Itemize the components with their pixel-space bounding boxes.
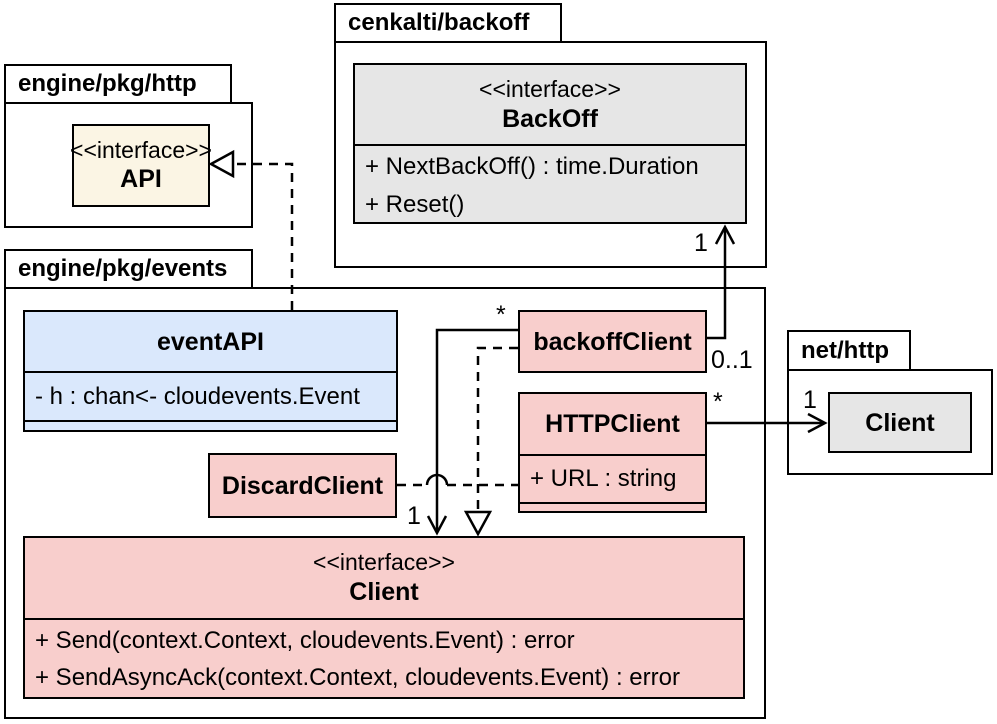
class-httpclient: HTTPClient + URL : string: [518, 392, 707, 513]
compartment-divider: [355, 144, 745, 147]
empty-compartment: [25, 422, 396, 430]
package-label: cenkalti/backoff: [348, 9, 530, 36]
compartment-divider: [25, 618, 743, 620]
class-backoffclient: backoffClient: [518, 310, 707, 373]
class-name: Client: [349, 577, 419, 606]
multiplicity-netclient-source: *: [713, 388, 723, 416]
class-backoffclient-title: backoffClient: [520, 312, 705, 371]
class-netclient: Client: [828, 392, 972, 453]
compartment-divider: [25, 371, 396, 373]
class-discardclient-title: DiscardClient: [210, 455, 395, 516]
method-label: + Reset(): [365, 191, 465, 219]
compartment-divider: [520, 454, 705, 456]
class-backoff-title: <<interface>> BackOff: [355, 65, 745, 144]
class-name: DiscardClient: [221, 471, 384, 500]
attribute-label: - h : chan<- cloudevents.Event: [35, 382, 360, 410]
multiplicity-backoff-source: 0..1: [711, 346, 753, 374]
class-name: API: [120, 165, 162, 194]
compartment-divider: [25, 420, 396, 422]
stereotype-label: <<interface>>: [70, 136, 212, 163]
package-tab-net-http: net/http: [787, 330, 911, 371]
stereotype-label: <<interface>>: [479, 75, 621, 102]
class-eventapi: eventAPI - h : chan<- cloudevents.Event: [23, 310, 398, 432]
class-api-title: <<interface>> API: [70, 126, 212, 205]
class-name: HTTPClient: [545, 410, 680, 438]
class-client: <<interface>> Client + Send(context.Cont…: [23, 536, 745, 699]
multiplicity-backoff-target: 1: [694, 229, 708, 257]
class-httpclient-title: HTTPClient: [520, 394, 705, 454]
class-name: eventAPI: [157, 327, 264, 356]
class-netclient-title: Client: [830, 394, 970, 451]
class-name: Client: [865, 408, 935, 437]
multiplicity-client-assoc-source: *: [496, 301, 506, 329]
class-eventapi-title: eventAPI: [25, 312, 396, 371]
class-client-title: <<interface>> Client: [25, 538, 743, 618]
class-name: backoffClient: [533, 327, 692, 356]
package-tab-engine-pkg-events: engine/pkg/events: [4, 249, 253, 289]
package-tab-engine-pkg-http: engine/pkg/http: [4, 64, 232, 104]
class-name: BackOff: [502, 104, 598, 133]
package-tab-cenkalti-backoff: cenkalti/backoff: [334, 3, 562, 43]
stereotype-label: <<interface>>: [313, 549, 455, 576]
attribute-label: + URL : string: [530, 465, 677, 492]
multiplicity-client-assoc-target: 1: [407, 502, 421, 530]
method-label: + SendAsyncAck(context.Context, cloudeve…: [35, 664, 680, 691]
empty-compartment: [520, 504, 705, 511]
compartment-divider: [520, 502, 705, 504]
method-label: + Send(context.Context, cloudevents.Even…: [35, 627, 575, 654]
multiplicity-netclient-target: 1: [803, 386, 817, 414]
class-api: <<interface>> API: [70, 124, 212, 207]
package-label: net/http: [801, 336, 889, 364]
class-discardclient: DiscardClient: [208, 453, 397, 518]
class-backoff: <<interface>> BackOff + NextBackOff() : …: [353, 63, 747, 224]
package-label: engine/pkg/http: [18, 70, 197, 97]
method-label: + NextBackOff() : time.Duration: [365, 153, 699, 181]
package-label: engine/pkg/events: [18, 255, 228, 282]
